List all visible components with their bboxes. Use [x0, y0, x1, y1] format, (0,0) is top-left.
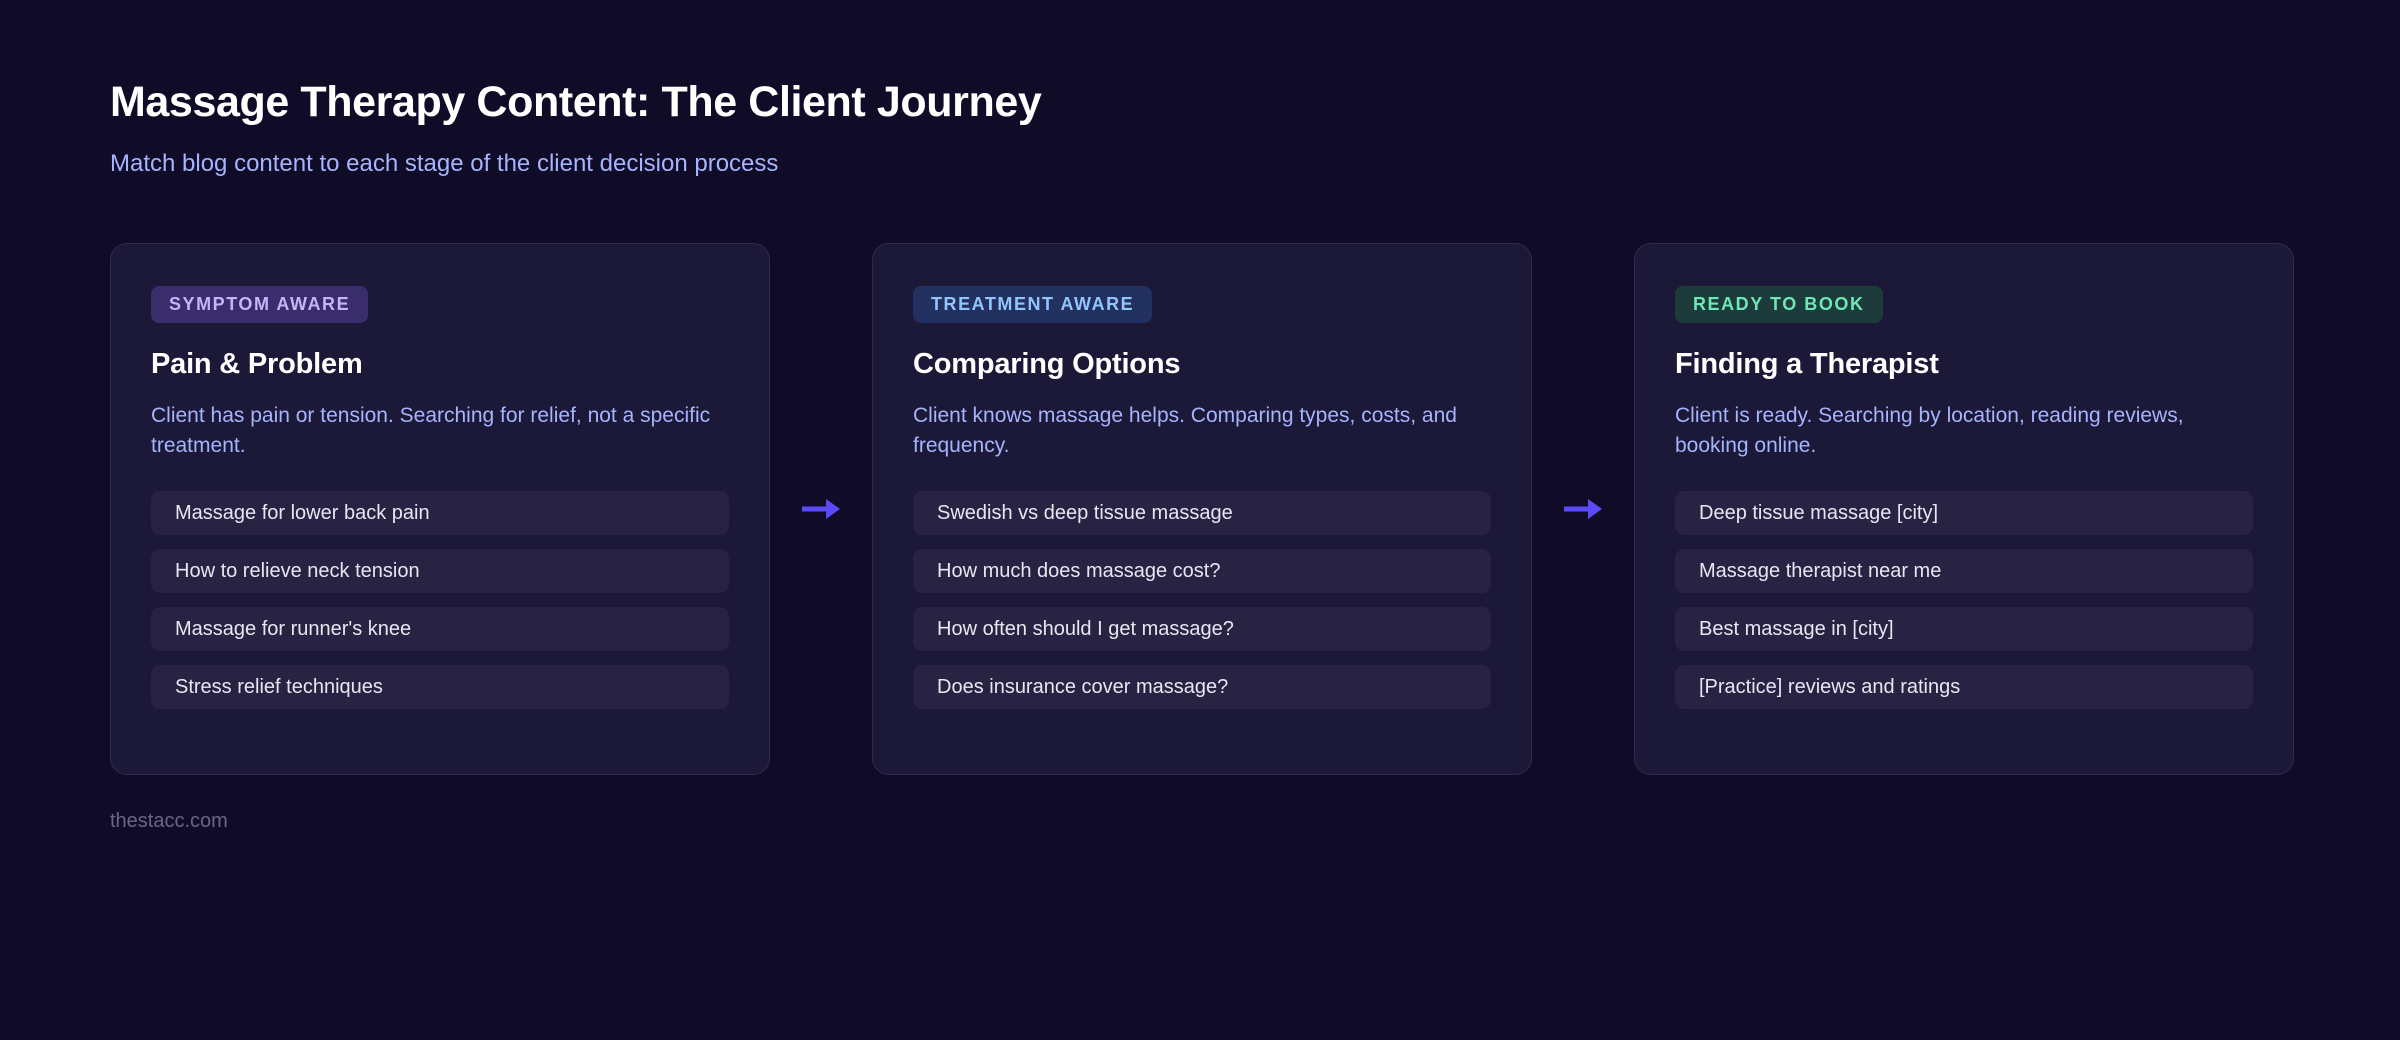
list-item[interactable]: How to relieve neck tension	[151, 549, 729, 594]
footer-source: thestacc.com	[110, 810, 228, 832]
topic-list-treatment-aware: Swedish vs deep tissue massage How much …	[913, 491, 1491, 710]
stage-description-ready-to-book: Client is ready. Searching by location, …	[1675, 403, 2184, 457]
list-item[interactable]: Deep tissue massage [city]	[1675, 491, 2253, 536]
stage-card-symptom-aware[interactable]: SYMPTOM AWARE Pain & Problem Client has …	[110, 243, 770, 775]
page-title: Massage Therapy Content: The Client Jour…	[110, 78, 1042, 126]
stage-card-treatment-aware[interactable]: TREATMENT AWARE Comparing Options Client…	[872, 243, 1532, 775]
stage-description-treatment-aware: Client knows massage helps. Comparing ty…	[913, 403, 1457, 457]
status-badge-symptom-aware: SYMPTOM AWARE	[151, 286, 369, 323]
connector-1	[770, 243, 872, 775]
stage-description-symptom-aware: Client has pain or tension. Searching fo…	[151, 403, 711, 457]
list-item[interactable]: Massage for lower back pain	[151, 491, 729, 536]
stage-board: SYMPTOM AWARE Pain & Problem Client has …	[110, 243, 2294, 775]
header: Massage Therapy Content: The Client Jour…	[110, 78, 1042, 179]
connector-2	[1532, 243, 1634, 775]
list-item[interactable]: How often should I get massage?	[913, 607, 1491, 652]
stage-card-ready-to-book[interactable]: READY TO BOOK Finding a Therapist Client…	[1634, 243, 2294, 775]
list-item[interactable]: [Practice] reviews and ratings	[1675, 665, 2253, 710]
stage-title-treatment-aware: Comparing Options	[913, 348, 1181, 380]
topic-list-symptom-aware: Massage for lower back pain How to relie…	[151, 491, 729, 710]
list-item[interactable]: Best massage in [city]	[1675, 607, 2253, 652]
arrow-right-icon	[1564, 499, 1602, 519]
topic-list-ready-to-book: Deep tissue massage [city] Massage thera…	[1675, 491, 2253, 710]
stage-title-symptom-aware: Pain & Problem	[151, 348, 363, 380]
list-item[interactable]: Swedish vs deep tissue massage	[913, 491, 1491, 536]
list-item[interactable]: Massage for runner's knee	[151, 607, 729, 652]
stage-title-ready-to-book: Finding a Therapist	[1675, 348, 1939, 380]
page-subtitle: Match blog content to each stage of the …	[110, 150, 779, 178]
status-badge-treatment-aware: TREATMENT AWARE	[913, 286, 1153, 323]
list-item[interactable]: Does insurance cover massage?	[913, 665, 1491, 710]
list-item[interactable]: Massage therapist near me	[1675, 549, 2253, 594]
arrow-right-icon	[802, 499, 840, 519]
status-badge-ready-to-book: READY TO BOOK	[1675, 286, 1883, 323]
list-item[interactable]: Stress relief techniques	[151, 665, 729, 710]
list-item[interactable]: How much does massage cost?	[913, 549, 1491, 594]
